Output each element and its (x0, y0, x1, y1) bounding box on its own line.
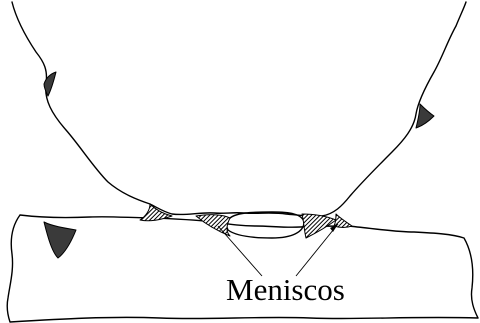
pointer-line-left (218, 226, 262, 276)
meniscus-left-inner (196, 215, 230, 236)
meniscus-label: Meniscos (226, 272, 345, 307)
meniscus-lower-left-pit (44, 222, 76, 258)
upper-surface-outline (12, 2, 466, 216)
meniscus-upper-right-notch (416, 104, 434, 128)
